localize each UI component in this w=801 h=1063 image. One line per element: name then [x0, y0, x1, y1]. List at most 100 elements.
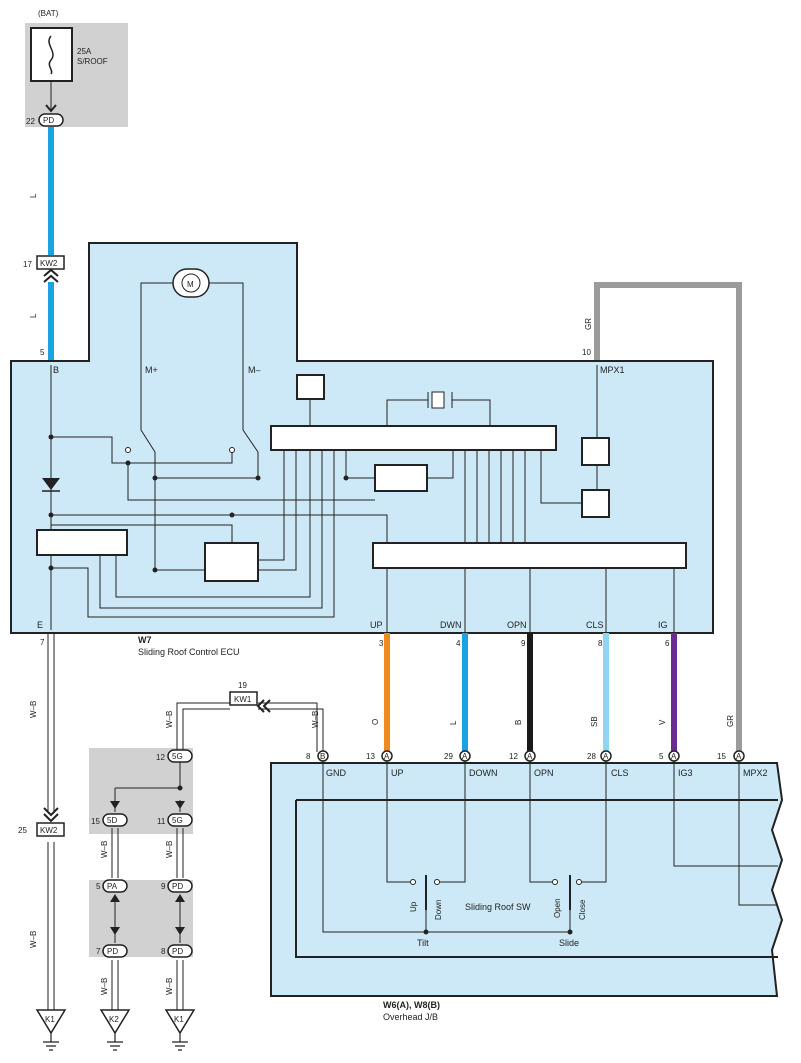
svg-text:CLS: CLS — [611, 768, 629, 778]
wire-l-lower — [48, 282, 54, 362]
svg-text:12: 12 — [156, 753, 165, 762]
ecu-code: W7 — [138, 635, 152, 645]
svg-text:K1: K1 — [174, 1015, 184, 1024]
svg-text:5: 5 — [40, 348, 45, 357]
svg-text:SB: SB — [590, 716, 599, 727]
jb-terminals: 8 B 13 A 29 A 12 A 28 A 5 A 15 A — [306, 750, 745, 762]
svg-text:A: A — [462, 752, 468, 761]
svg-text:M+: M+ — [145, 365, 158, 375]
sliding-roof-switch — [322, 761, 778, 933]
svg-text:PD: PD — [107, 947, 118, 956]
svg-text:5D: 5D — [107, 816, 117, 825]
svg-text:A: A — [671, 752, 677, 761]
svg-text:W–B: W–B — [100, 978, 109, 995]
svg-text:Up: Up — [409, 901, 418, 912]
svg-text:PD: PD — [172, 947, 183, 956]
svg-text:4: 4 — [456, 639, 461, 648]
svg-text:W–B: W–B — [165, 711, 174, 728]
svg-text:OPN: OPN — [507, 620, 527, 630]
svg-text:M: M — [187, 280, 194, 289]
wire-opn-black — [527, 633, 533, 751]
svg-text:O: O — [371, 719, 380, 725]
svg-text:3: 3 — [379, 639, 384, 648]
kw2-bot-conn — [36, 822, 65, 837]
svg-text:A: A — [603, 752, 609, 761]
svg-text:W–B: W–B — [311, 711, 320, 728]
svg-text:OPN: OPN — [534, 768, 554, 778]
ecu-internal-circuit — [50, 365, 675, 633]
svg-text:E: E — [37, 620, 43, 630]
svg-text:M–: M– — [248, 365, 261, 375]
svg-text:B: B — [514, 720, 523, 725]
svg-text:12: 12 — [509, 752, 518, 761]
chevron-up-icon — [43, 268, 59, 283]
svg-text:PD: PD — [172, 882, 183, 891]
svg-text:19: 19 — [238, 681, 247, 690]
svg-text:Open: Open — [553, 898, 562, 918]
svg-text:CLS: CLS — [586, 620, 604, 630]
svg-text:5G: 5G — [172, 752, 183, 761]
svg-text:25: 25 — [18, 826, 27, 835]
wire-gr-mpx — [594, 282, 742, 752]
svg-text:Down: Down — [434, 900, 443, 920]
svg-text:15: 15 — [91, 817, 100, 826]
kw2-top-pin: 17 — [23, 260, 32, 269]
svg-text:8: 8 — [306, 752, 311, 761]
svg-text:IG: IG — [658, 620, 668, 630]
svg-text:13: 13 — [366, 752, 375, 761]
svg-text:5: 5 — [659, 752, 664, 761]
svg-text:9: 9 — [521, 639, 526, 648]
wire-cls-skyblue — [603, 633, 609, 751]
svg-text:9: 9 — [161, 882, 166, 891]
junction-area-bot — [89, 880, 193, 957]
svg-text:29: 29 — [444, 752, 453, 761]
ground-k2: K2 — [99, 1009, 131, 1051]
svg-text:5: 5 — [96, 882, 101, 891]
wire-ig-violet — [671, 633, 677, 751]
svg-text:L: L — [29, 313, 38, 318]
svg-text:UP: UP — [370, 620, 383, 630]
wire-up-orange — [384, 633, 390, 751]
svg-text:15: 15 — [717, 752, 726, 761]
ecu-name: Sliding Roof Control ECU — [138, 647, 240, 657]
svg-text:KW2: KW2 — [40, 259, 58, 268]
slide-label: Slide — [559, 938, 579, 948]
svg-text:GND: GND — [326, 768, 347, 778]
svg-text:GR: GR — [584, 318, 593, 330]
jpa-conn — [102, 879, 128, 893]
svg-text:A: A — [384, 752, 390, 761]
svg-text:8: 8 — [598, 639, 603, 648]
svg-text:B: B — [320, 752, 325, 761]
wire-kw1-wb — [176, 699, 324, 752]
fuse-icon — [48, 35, 54, 75]
svg-text:MPX2: MPX2 — [743, 768, 768, 778]
svg-text:MPX1: MPX1 — [600, 365, 625, 375]
jb-panel — [270, 762, 784, 997]
svg-text:DWN: DWN — [440, 620, 462, 630]
svg-text:PA: PA — [107, 882, 118, 891]
ecu-junction-dots — [48, 434, 349, 573]
fuse-name: S/ROOF — [77, 57, 108, 66]
jb-code: W6(A), W8(B) — [383, 1000, 440, 1010]
jb-name: Overhead J/B — [383, 1012, 438, 1022]
j5g-mid-conn — [167, 813, 193, 827]
svg-text:11: 11 — [157, 817, 166, 826]
switch-name: Sliding Roof SW — [465, 902, 531, 912]
svg-text:KW1: KW1 — [234, 695, 252, 704]
svg-text:V: V — [658, 719, 667, 725]
svg-text:A: A — [736, 752, 742, 761]
j5g-top-conn — [167, 749, 193, 763]
jpd-r-conn — [167, 879, 193, 893]
svg-text:7: 7 — [40, 638, 45, 647]
svg-text:10: 10 — [582, 348, 591, 357]
svg-text:W–B: W–B — [29, 701, 38, 718]
battery-label: (BAT) — [38, 9, 59, 18]
svg-text:Close: Close — [578, 899, 587, 920]
fuse-rating: 25A — [77, 47, 92, 56]
jb-inner-frame — [295, 799, 778, 958]
ground-k1-right: K1 — [164, 1009, 196, 1051]
svg-text:A: A — [527, 752, 533, 761]
svg-text:IG3: IG3 — [678, 768, 693, 778]
jpd-bl-conn — [102, 944, 128, 958]
